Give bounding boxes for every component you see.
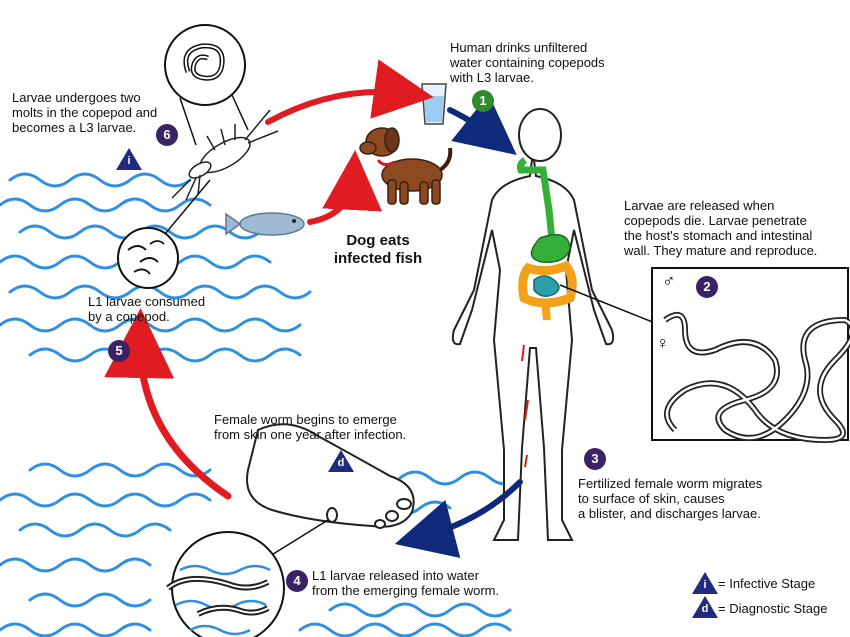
cycle-arrows xyxy=(104,59,523,559)
male-symbol: ♂ xyxy=(662,271,676,291)
female-symbol: ♀ xyxy=(656,333,670,353)
step-5-badge: 5 xyxy=(108,340,130,362)
worm-marks xyxy=(521,344,529,468)
legend-diagnostic-icon: d xyxy=(692,596,718,618)
legend-infective-label: = Infective Stage xyxy=(718,576,816,591)
diagnostic-stage-marker: d xyxy=(328,450,354,472)
coiled-larva-magnifier xyxy=(164,24,249,146)
foot xyxy=(246,423,415,557)
arrow-copepod-to-glass xyxy=(265,59,434,125)
water-waves-bottom xyxy=(0,462,522,637)
human-body xyxy=(451,108,615,541)
digestive-tract xyxy=(517,157,661,326)
dog xyxy=(359,127,453,205)
step-1-badge: 1 xyxy=(472,90,494,112)
step-6-badge: 6 xyxy=(156,124,178,146)
step-2-badge: 2 xyxy=(696,276,718,298)
infective-stage-marker: i xyxy=(116,148,142,170)
adult-worms-box xyxy=(651,267,850,444)
arrow-human-to-foot xyxy=(394,479,523,559)
fish xyxy=(225,212,305,236)
arrow-fish-to-dog xyxy=(307,150,383,225)
legend-diagnostic-label: = Diagnostic Stage xyxy=(718,601,828,616)
arrow-glass-to-human xyxy=(447,94,517,155)
step-3-badge: 3 xyxy=(584,448,606,470)
copepod xyxy=(171,109,279,201)
released-larvae-magnifier xyxy=(166,531,285,637)
step-4-badge: 4 xyxy=(286,570,308,592)
legend-infective-icon: i xyxy=(692,572,718,594)
arrow-foot-to-copepod xyxy=(104,308,232,500)
water-glass xyxy=(421,83,447,125)
l1-larvae-magnifier xyxy=(117,179,211,289)
